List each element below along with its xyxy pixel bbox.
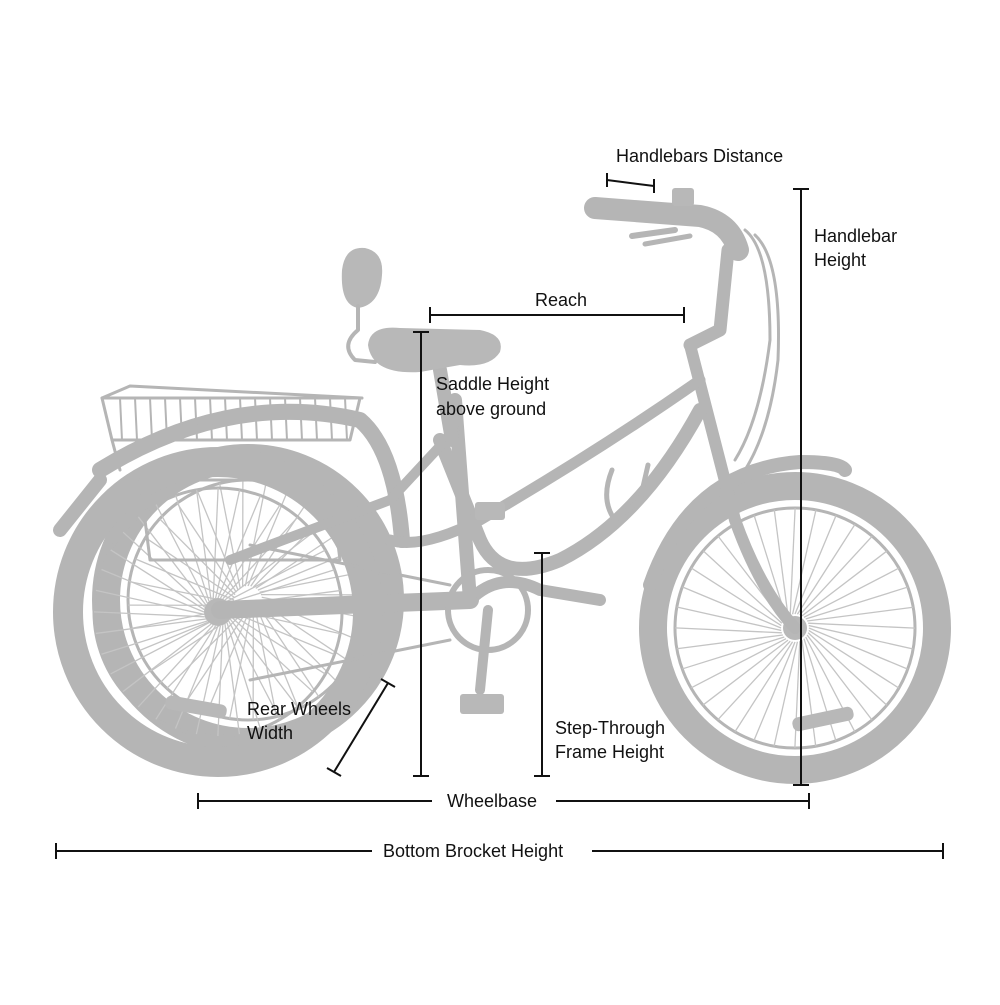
step-through-label-line2: Frame Height [555,740,664,764]
basket-bar [345,398,347,440]
wheel-spoke [691,639,786,688]
saddle-height-label-line1: Saddle Height [436,372,549,396]
handlebars-distance-dimension [607,173,654,193]
basket-bar [315,398,317,440]
basket-bar [240,398,242,440]
step-through-label-line1: Step-Through [555,716,665,740]
rear-wheels-width-label-line1: Rear Wheels [247,697,351,721]
wheel-spoke [809,626,913,649]
bottom-bracket-label: Bottom Brocket Height [383,839,563,863]
wheel-spoke [802,551,887,616]
wheel-spoke [774,642,797,746]
wheel-spoke [790,508,795,615]
wheel-spoke [677,607,781,630]
basket-bar [120,398,122,440]
handlebar-height-label-line2: Height [814,248,866,272]
basket-bar [255,398,257,440]
saddle-height-label-line2: above ground [436,397,546,421]
basket-bar [150,398,152,440]
wheelbase-label: Wheelbase [447,789,537,813]
wheel-spoke [807,635,872,720]
basket-bar [210,398,212,440]
wheel-spoke [145,538,234,598]
saddle-height-dimension [413,332,429,776]
wheel-spoke [793,510,816,614]
reach-label: Reach [535,288,587,312]
basket-bar [225,398,227,440]
wheel-spoke [196,626,220,734]
handlebar-height-label-line1: Handlebar [814,224,897,248]
wheel-spoke [213,488,218,599]
handlebars-distance-label: Handlebars Distance [616,144,783,168]
wheel-spoke [808,623,915,628]
wheel-spoke [804,568,899,617]
wheel-spoke [703,640,788,705]
wheel-spoke [754,642,795,741]
rear-wheels-width-label-line2: Width [247,721,293,745]
wheel-spoke [809,628,908,669]
basket-bar [330,398,332,440]
wheel-spoke [675,628,782,633]
wheel-spoke [795,641,800,748]
tricycle-body [60,188,937,770]
wheel-spoke [218,625,223,736]
basket-bar [135,398,137,440]
